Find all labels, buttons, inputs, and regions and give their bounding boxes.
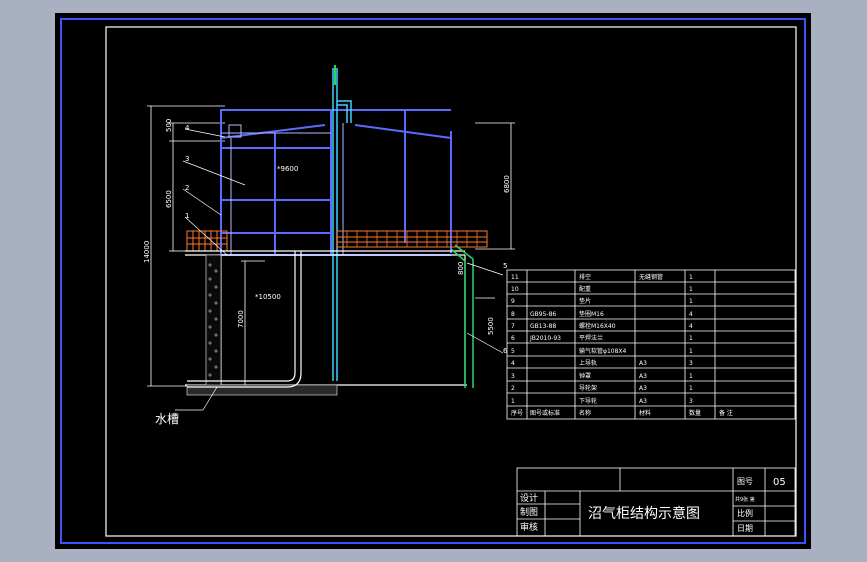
callout-2: 2 (185, 184, 189, 192)
bom-cell: 5 (511, 348, 515, 355)
bom-cell: 垫圈M16 (579, 310, 604, 318)
bom-cell: A3 (639, 385, 647, 392)
bom-cell: 2 (511, 385, 515, 392)
bom-cell: 4 (689, 311, 693, 318)
bom-cell: 1 (689, 348, 693, 355)
bom-cell: 3 (689, 398, 693, 405)
dimension-texts: 500 6500 6800 14000 7000 5500 800 *9600 … (143, 119, 511, 355)
railing-posts (346, 231, 478, 247)
bom-cell: A3 (639, 373, 647, 380)
callout-1: 1 (185, 212, 189, 220)
bom-cell: 排空 (579, 273, 591, 281)
bom-cell: 7 (511, 323, 515, 330)
inlet-pipe (187, 251, 302, 388)
bom-header-cell: 名称 (579, 409, 591, 417)
title-block: 设计 制图 审核 沼气柜结构示意图 图号 05 共9张 第 比例 日期 (520, 477, 786, 533)
bom-cell: 9 (511, 298, 515, 305)
cad-viewport[interactable]: 500 6500 6800 14000 7000 5500 800 *9600 … (55, 13, 811, 549)
bom-cell: 6 (511, 335, 515, 342)
tank-base (186, 384, 338, 396)
title-block-grid (516, 467, 796, 537)
bom-table-grid (506, 269, 796, 420)
drawing-no-label: 图号 (737, 477, 753, 486)
bom-cell: 1 (689, 274, 693, 281)
bom-cell: 上导轨 (579, 359, 597, 367)
bom-cell: 11 (511, 274, 519, 281)
bom-cell: 钟罩 (579, 372, 591, 380)
review-label: 审核 (520, 521, 538, 533)
tank-wall-hatch (208, 263, 218, 377)
bom-header-cell: 备 注 (719, 409, 733, 417)
dim-800: 800 (457, 262, 465, 275)
dim-500: 500 (165, 119, 173, 132)
center-pipe (332, 68, 352, 381)
bom-cell: 下导轮 (579, 397, 597, 405)
dim-7000: 7000 (237, 310, 245, 328)
outlet-pipe (450, 244, 474, 388)
dim-5500: 5500 (487, 317, 495, 335)
bom-cell: GB95-86 (530, 311, 556, 318)
water-tank (185, 250, 467, 386)
dim-14000: 14000 (143, 241, 151, 263)
bom-cell: 输气软管φ108X4 (579, 347, 627, 355)
gas-holder-drawing: 500 6500 6800 14000 7000 5500 800 *9600 … (60, 18, 806, 544)
bom-cell: 4 (511, 360, 515, 367)
callout-6: 6 (503, 347, 508, 355)
bom-header-cell: 图号或标准 (530, 409, 560, 417)
bom-cell: 1 (689, 286, 693, 293)
bom-cell: 3 (689, 360, 693, 367)
callout-4: 4 (185, 124, 190, 132)
bom-cell: 导轮架 (579, 384, 597, 392)
sheet-label: 共9张 第 (735, 496, 755, 503)
railing (186, 230, 488, 252)
bom-cell: 1 (689, 335, 693, 342)
bom-cell: 1 (689, 298, 693, 305)
bom-header-cell: 材料 (639, 409, 651, 417)
dim-phi10500: *10500 (255, 293, 281, 301)
tank-label: 水槽 (155, 412, 179, 426)
scale-label: 比例 (737, 508, 753, 518)
bell-frame-detail (221, 123, 344, 255)
bom-header-cell: 数量 (689, 409, 701, 417)
tank-wall (205, 254, 222, 388)
drawing-title: 沼气柜结构示意图 (588, 505, 700, 522)
bom-cell: 1 (511, 398, 515, 405)
draw-label: 制图 (520, 506, 538, 518)
bom-cell: JB2010-93 (529, 335, 561, 342)
dim-phi9600: *9600 (277, 165, 298, 173)
bom-cell: 8 (511, 311, 515, 318)
drawing-no: 05 (773, 477, 786, 488)
bom-cell: A3 (639, 398, 647, 405)
bom-header-cell: 序号 (511, 409, 523, 417)
callout-5: 5 (503, 262, 507, 270)
bom-cell: GB13-88 (530, 323, 556, 330)
bom-cell: 垫片 (579, 297, 591, 305)
dim-6800: 6800 (503, 175, 511, 193)
date-label: 日期 (737, 524, 753, 533)
bom-cell: 平焊法兰 (579, 334, 603, 342)
bom-cell: 10 (511, 286, 519, 293)
bom-cell: 螺栓M16X40 (579, 322, 616, 330)
bom-cell: 无缝钢管 (639, 273, 663, 281)
inner-frame (105, 26, 797, 537)
bom-cell: A3 (639, 360, 647, 367)
bom-cell: 1 (689, 385, 693, 392)
gas-bell (220, 109, 452, 256)
design-label: 设计 (520, 492, 538, 504)
bom-cell: 3 (511, 373, 515, 380)
bom-cell: 1 (689, 373, 693, 380)
outer-frame (60, 18, 806, 544)
callout-3: 3 (185, 155, 189, 163)
dim-6500: 6500 (165, 190, 173, 208)
bom-cell: 4 (689, 323, 693, 330)
bom-cell: 配重 (579, 285, 591, 293)
left-dimensions (147, 105, 515, 387)
leaders (175, 128, 504, 411)
